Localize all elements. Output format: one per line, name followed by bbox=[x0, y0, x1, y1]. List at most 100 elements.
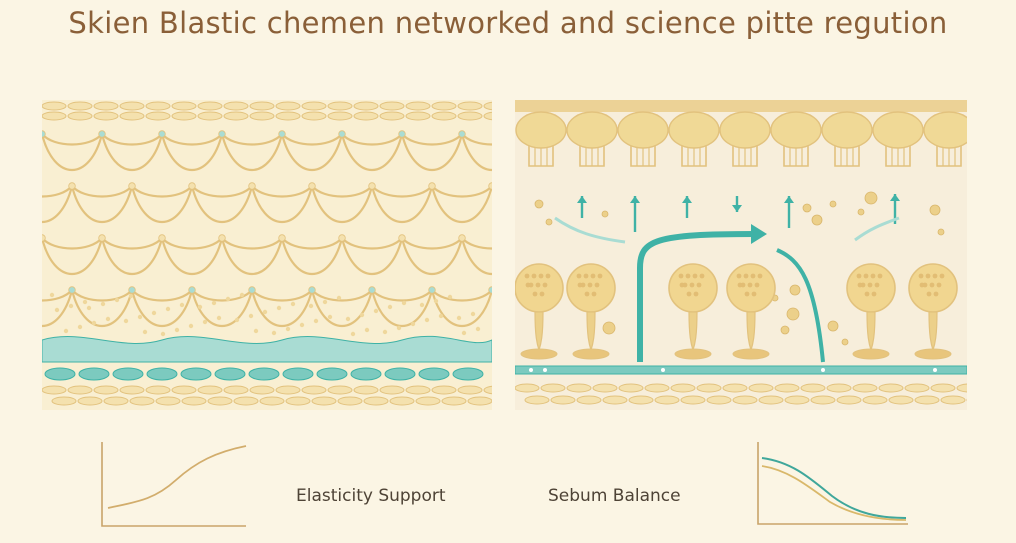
sebum-droplet bbox=[857, 208, 865, 216]
bottom-fiber bbox=[259, 396, 285, 406]
teal-cell bbox=[248, 367, 280, 381]
top-fiber bbox=[353, 101, 379, 111]
fiber-node bbox=[368, 286, 376, 294]
granule bbox=[114, 297, 120, 303]
fiber-node bbox=[458, 130, 466, 138]
top-fiber bbox=[67, 111, 93, 121]
fiber-node bbox=[308, 182, 316, 190]
sebaceous-gland bbox=[726, 263, 776, 313]
bottom-fiber bbox=[878, 383, 904, 393]
fiber-node bbox=[68, 286, 76, 294]
gland-granule bbox=[737, 282, 743, 288]
gland-granule bbox=[692, 273, 698, 279]
top-fiber bbox=[67, 101, 93, 111]
granule bbox=[308, 303, 314, 309]
bottom-fiber bbox=[129, 396, 155, 406]
elastic-loop bbox=[160, 133, 224, 172]
gland-granule bbox=[535, 282, 541, 288]
top-fiber bbox=[379, 101, 405, 111]
bottom-fiber bbox=[904, 383, 930, 393]
gland-granule bbox=[736, 273, 742, 279]
fiber-node bbox=[488, 182, 492, 190]
bottom-fiber bbox=[696, 383, 722, 393]
gland-base bbox=[914, 348, 952, 360]
gland-granule bbox=[919, 282, 925, 288]
flow-arrow bbox=[854, 216, 900, 242]
top-fiber bbox=[145, 111, 171, 121]
fiber-node bbox=[338, 234, 346, 242]
down-arrow-head bbox=[732, 205, 742, 212]
top-fiber bbox=[145, 101, 171, 111]
fiber-node bbox=[428, 286, 436, 294]
sebaceous-gland bbox=[846, 263, 896, 313]
bottom-fiber bbox=[311, 396, 337, 406]
elastic-loop bbox=[42, 185, 74, 224]
granule bbox=[359, 312, 365, 318]
bottom-fiber bbox=[197, 385, 223, 395]
fiber-node bbox=[398, 130, 406, 138]
granule bbox=[197, 304, 203, 310]
elastic-loop bbox=[400, 237, 464, 276]
top-fiber bbox=[327, 101, 353, 111]
granule bbox=[160, 331, 166, 337]
bottom-fiber bbox=[483, 385, 492, 395]
bottom-fiber bbox=[680, 395, 706, 405]
top-fiber bbox=[457, 111, 483, 121]
bottom-fiber bbox=[42, 385, 67, 395]
bottom-fiber bbox=[119, 385, 145, 395]
gland-granule bbox=[678, 273, 684, 279]
bottom-fiber bbox=[618, 383, 644, 393]
gland-granule bbox=[583, 273, 589, 279]
bottom-fiber bbox=[515, 383, 540, 393]
sebaceous-gland bbox=[515, 263, 564, 313]
teal-cell bbox=[180, 367, 212, 381]
up-arrow-head bbox=[890, 194, 900, 201]
top-fiber bbox=[379, 111, 405, 121]
granule bbox=[239, 292, 245, 298]
elastic-loop bbox=[370, 185, 434, 224]
top-fiber bbox=[301, 101, 327, 111]
granule bbox=[345, 316, 351, 322]
teal-cell bbox=[146, 367, 178, 381]
sebaceous-gland bbox=[908, 263, 958, 313]
gland-granule bbox=[933, 291, 939, 297]
vessel-dot bbox=[933, 368, 937, 372]
elastic-loop bbox=[340, 133, 404, 172]
bottom-fiber bbox=[914, 395, 940, 405]
top-fiber bbox=[353, 111, 379, 121]
granule bbox=[410, 321, 416, 327]
top-fiber bbox=[171, 111, 197, 121]
bottom-fiber bbox=[706, 395, 732, 405]
gland-granule bbox=[757, 273, 763, 279]
bottom-fiber bbox=[524, 395, 550, 405]
top-fiber bbox=[93, 111, 119, 121]
elastic-loop bbox=[250, 185, 314, 224]
vessel-dot bbox=[529, 368, 533, 372]
granule bbox=[225, 296, 231, 302]
elastic-loop bbox=[400, 133, 464, 172]
top-fiber bbox=[301, 111, 327, 121]
surface-cell bbox=[617, 111, 669, 149]
elastic-loop bbox=[220, 133, 284, 172]
granule bbox=[419, 302, 425, 308]
granule bbox=[91, 320, 97, 326]
gland-granule bbox=[531, 273, 537, 279]
gland-granule bbox=[743, 273, 749, 279]
flow-arrow bbox=[554, 216, 626, 244]
top-fiber bbox=[457, 101, 483, 111]
bottom-fiber bbox=[285, 396, 311, 406]
gland-granule bbox=[751, 291, 757, 297]
flow-arrow-head bbox=[751, 224, 767, 244]
surface-cell bbox=[923, 111, 967, 149]
teal-cell bbox=[282, 367, 314, 381]
bottom-fiber bbox=[774, 383, 800, 393]
bottom-fiber bbox=[301, 385, 327, 395]
sebum-droplet bbox=[545, 218, 553, 226]
gland-granule bbox=[926, 291, 932, 297]
granule bbox=[253, 328, 259, 334]
fiber-node bbox=[278, 130, 286, 138]
granule bbox=[123, 318, 129, 324]
fiber-node bbox=[188, 182, 196, 190]
bottom-fiber bbox=[405, 385, 431, 395]
elastic-loop bbox=[280, 133, 344, 172]
